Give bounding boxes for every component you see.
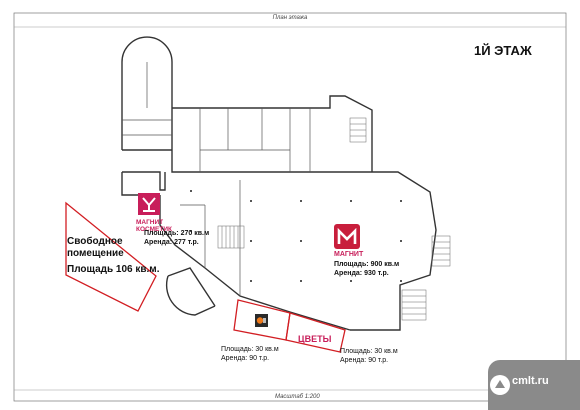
- magnit-area: Площадь: 900 кв.м: [334, 261, 400, 268]
- free-unit-title: Свободное помещение: [67, 236, 124, 260]
- sheet-frame: [13, 12, 567, 402]
- free-unit-line2: помещение: [67, 248, 124, 259]
- magnit-cosmetic-stats: Площадь: 270 кв.м Аренда: 277 т.р.: [144, 229, 209, 247]
- stairs: [217, 117, 451, 321]
- floor-label: 1Й ЭТАЖ: [474, 43, 532, 58]
- watermark-badge: [488, 360, 580, 410]
- building-walls: [121, 36, 437, 331]
- flowers-rent: Аренда: 90 т.р.: [340, 357, 389, 364]
- plan-header: План этажа: [272, 15, 308, 21]
- kiosk-1-rent: Аренда: 90 т.р.: [221, 355, 270, 362]
- rental-zones: [65, 201, 346, 353]
- flowers-stats: Площадь: 30 кв.м Аренда: 90 т.р.: [340, 347, 398, 365]
- magnit-cosmetic-area: Площадь: 270 кв.м: [144, 230, 210, 237]
- magnit-cosmetic-brand-line1: МАГНИТ: [136, 219, 164, 226]
- free-unit-area: Площадь 106 кв.м.: [67, 264, 160, 275]
- magnit-rent: Аренда: 930 т.р.: [334, 270, 389, 277]
- magnit-cosmetic-brand-line2: КОСМЕТИК: [136, 226, 172, 233]
- magnit-brand: МАГНИТ: [334, 251, 364, 258]
- magnit-cosmetic-brand: МАГНИТ КОСМЕТИК: [136, 219, 172, 233]
- flowers-unit-outline: [285, 312, 346, 353]
- plan-scale: Масштаб 1:200: [275, 394, 320, 400]
- watermark-text: cmlt.ru: [512, 375, 549, 387]
- kiosk-1-stats: Площадь: 30 кв.м Аренда: 90 т.р.: [221, 345, 279, 363]
- flowers-area: Площадь: 30 кв.м: [340, 348, 398, 355]
- magnit-stats: Площадь: 900 кв.м Аренда: 930 т.р.: [334, 260, 399, 278]
- partitions: [122, 62, 311, 296]
- magnit-cosmetic-rent: Аренда: 277 т.р.: [144, 239, 199, 246]
- kiosk-1-area: Площадь: 30 кв.м: [221, 346, 279, 353]
- magnit-cosmetic-logo: [138, 193, 160, 215]
- free-unit-line1: Свободное: [67, 236, 123, 247]
- kiosk-logo: [255, 314, 268, 327]
- flowers-brand: ЦВЕТЫ: [298, 334, 332, 344]
- columns: [190, 190, 402, 282]
- magnit-logo: [334, 224, 360, 249]
- free-unit-outline: [65, 201, 157, 312]
